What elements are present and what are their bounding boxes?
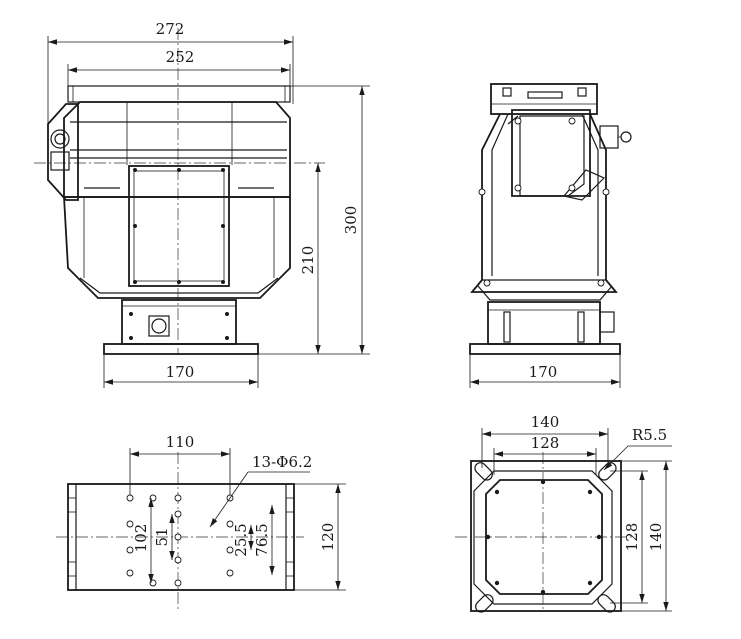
front-left-connector-outer	[50, 129, 70, 149]
front-left-connector-inner	[54, 133, 66, 145]
dim-label-radius: R5.5	[632, 426, 667, 444]
front-window-plate	[128, 165, 230, 287]
front-view: 272 252 300 210 170	[34, 20, 370, 388]
flange-corner-slots	[474, 462, 617, 613]
dim-label-total-height: 300	[342, 206, 360, 235]
dim-label-flange-height-inner: 128	[623, 523, 641, 552]
dim-label-inner-a: 102	[132, 524, 150, 553]
dim-label-side-base-width: 170	[529, 363, 558, 381]
side-base	[469, 343, 621, 355]
radius-callout-leader	[603, 445, 629, 471]
dim-label-base-depth: 120	[319, 523, 337, 552]
flange-inner-octagon	[485, 479, 603, 595]
side-yoke-frame	[470, 113, 618, 293]
side-pedestal	[487, 301, 601, 345]
dim-label-base-to-axis: 210	[299, 246, 317, 275]
dim-label-hole-note: 13-Φ6.2	[252, 453, 312, 471]
dim-label-hole-span: 110	[166, 433, 195, 451]
flange-chamfer-plate	[473, 470, 613, 605]
side-head-clamp	[562, 169, 606, 201]
flange-outer-square	[470, 460, 622, 612]
side-tilt-head	[511, 109, 591, 197]
dim-label-flange-outer: 140	[531, 413, 560, 431]
front-left-cover	[47, 103, 79, 201]
dim-label-flange-inner: 128	[531, 434, 560, 452]
dim-label-front-base-width: 170	[166, 363, 195, 381]
front-lower-body	[63, 196, 291, 299]
front-aviation-connector	[148, 315, 170, 337]
dim-label-inner-c: 25.5	[232, 523, 250, 556]
side-view: 170	[469, 83, 632, 388]
side-top-bracket	[490, 83, 598, 115]
dim-label-overall-width: 272	[156, 20, 185, 38]
dim-label-flange-height-outer: 140	[647, 523, 665, 552]
side-base-connector	[599, 311, 615, 333]
flange-view: 140 128 R5.5 128 140	[455, 413, 672, 613]
dim-label-inner-d: 76.5	[253, 523, 271, 556]
dim-label-inner-b: 51	[153, 527, 171, 546]
front-pedestal	[121, 299, 237, 345]
dim-label-top-width: 252	[166, 48, 195, 66]
base-top-view: 110 13-Φ6.2 120 102 51 25.5 76.5	[56, 433, 346, 612]
front-top-cap	[67, 85, 291, 103]
hole-callout-leader	[209, 471, 249, 528]
front-base	[103, 343, 259, 355]
